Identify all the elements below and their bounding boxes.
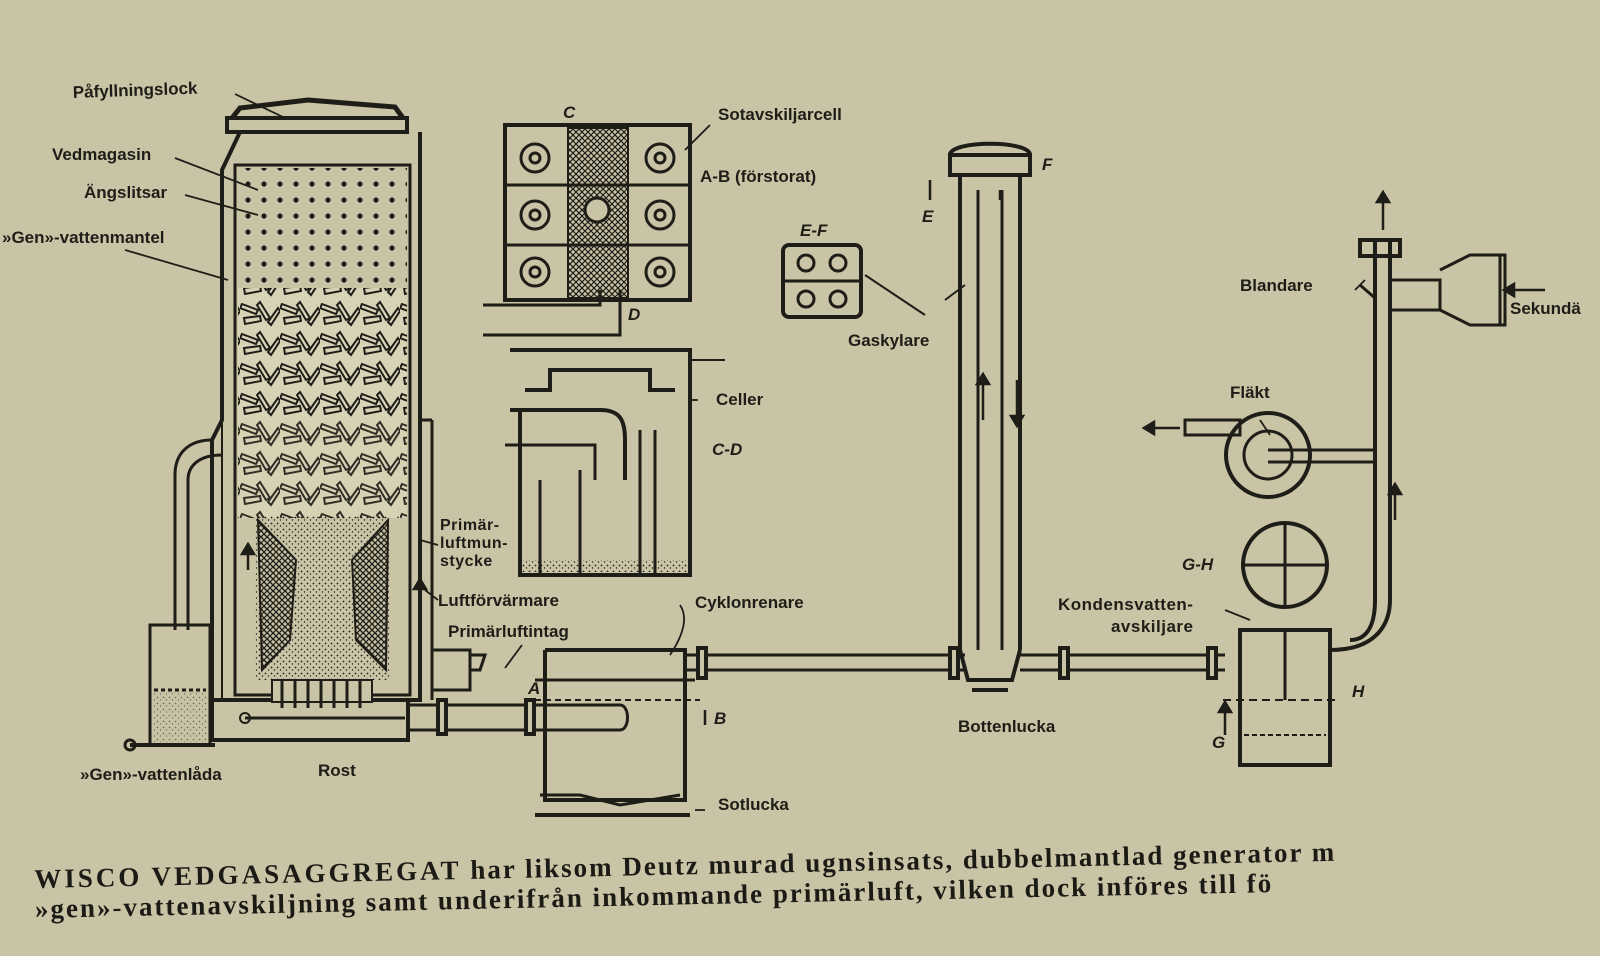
gas-cooler xyxy=(781,141,1225,692)
label-pafyllningslock: Påfyllningslock xyxy=(72,79,198,102)
label-cyklonrenare: Cyklonrenare xyxy=(695,593,804,612)
label-blandare: Blandare xyxy=(1240,276,1313,295)
label-vattenlada: »Gen»-vattenlåda xyxy=(80,765,222,784)
cells-section xyxy=(505,348,725,577)
label-angslitsar: Ängslitsar xyxy=(84,183,168,202)
label-cd: C-D xyxy=(712,440,742,459)
leader-lines xyxy=(124,93,1366,811)
diagram-labels: Påfyllningslock Vedmagasin Ängslitsar »G… xyxy=(2,79,1581,814)
label-a: A xyxy=(527,679,540,698)
label-b: B xyxy=(714,709,726,728)
label-d: D xyxy=(628,305,640,324)
label-rost: Rost xyxy=(318,761,356,780)
label-gh: G-H xyxy=(1182,555,1214,574)
label-sotlucka: Sotlucka xyxy=(718,795,789,814)
label-vedmagasin: Vedmagasin xyxy=(52,145,151,164)
condensate-fan-mixer xyxy=(1183,238,1507,767)
label-gaskylare: Gaskylare xyxy=(848,331,929,350)
label-kondensvatten: Kondensvatten- avskiljare xyxy=(1058,595,1194,636)
label-ab-forstorat: A-B (förstorat) xyxy=(700,167,816,186)
label-sekundar: Sekundä xyxy=(1510,299,1581,318)
water-box xyxy=(123,438,223,752)
label-primarluftintag: Primärluftintag xyxy=(448,622,569,641)
label-f: F xyxy=(1042,155,1053,174)
label-e: E xyxy=(922,207,934,226)
label-flakt: Fläkt xyxy=(1230,383,1270,402)
label-sotavskiljarcell: Sotavskiljarcell xyxy=(718,105,842,124)
label-c-top: C xyxy=(563,103,576,122)
label-vattenmantel: »Gen»-vattenmantel xyxy=(2,228,165,247)
label-bottenlucka: Bottenlucka xyxy=(958,717,1056,736)
label-h: H xyxy=(1352,682,1365,701)
label-primar-luftmunstycke: Primär- luftmun- stycke xyxy=(440,517,508,570)
label-luftforvarmare: Luftförvärmare xyxy=(438,591,559,610)
label-g: G xyxy=(1212,733,1225,752)
label-ef: E-F xyxy=(800,221,828,240)
soot-separator-cell xyxy=(483,123,692,337)
flow-arrows xyxy=(239,180,1545,735)
generator xyxy=(210,97,488,742)
cyclone-cleaner xyxy=(408,646,965,817)
label-celler: Celler xyxy=(716,390,764,409)
